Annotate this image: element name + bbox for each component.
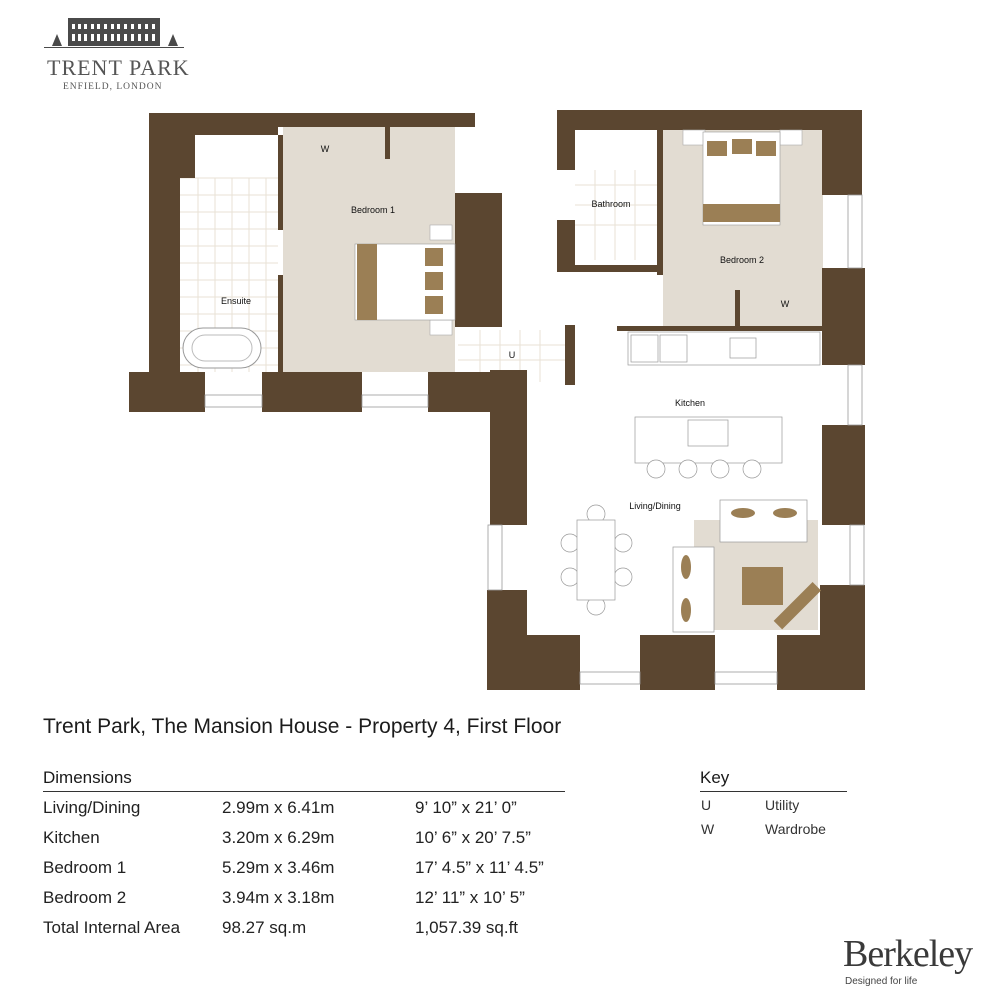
- mansion-logo-icon: [44, 18, 184, 48]
- bed-2: [682, 129, 803, 226]
- label-bedroom1: Bedroom 1: [351, 205, 395, 215]
- label-bathroom: Bathroom: [591, 199, 630, 209]
- windows: [204, 194, 865, 685]
- sofas: [672, 499, 822, 633]
- label-bedroom2: Bedroom 2: [720, 255, 764, 265]
- key-label: Wardrobe: [765, 821, 826, 837]
- row-imperial: 10’ 6” x 20’ 7.5”: [415, 828, 531, 847]
- dimensions-rule: [43, 791, 565, 792]
- label-ensuite: Ensuite: [221, 296, 251, 306]
- row-room: Total Internal Area: [43, 918, 181, 937]
- row-room: Kitchen: [43, 828, 100, 847]
- brand-tagline: Designed for life: [845, 976, 918, 987]
- row-metric: 98.27 sq.m: [222, 918, 307, 937]
- row-imperial: 17’ 4.5” x 11’ 4.5”: [415, 858, 544, 877]
- label-wardrobe-1: W: [321, 144, 330, 154]
- key-code: W: [701, 821, 715, 837]
- row-metric: 2.99m x 6.41m: [222, 798, 335, 817]
- bathtub: [182, 327, 262, 369]
- row-imperial: 9’ 10” x 21’ 0”: [415, 798, 517, 817]
- row-imperial: 12’ 11” x 10’ 5”: [415, 888, 525, 907]
- key-heading: Key: [700, 768, 730, 787]
- plan-title: Trent Park, The Mansion House - Property…: [43, 715, 562, 738]
- label-living-dining: Living/Dining: [629, 501, 681, 511]
- key-label: Utility: [765, 797, 800, 813]
- label-utility: U: [509, 350, 516, 360]
- row-imperial: 1,057.39 sq.ft: [415, 918, 519, 937]
- tile-grid: [180, 170, 657, 382]
- walls: [129, 110, 865, 690]
- logo-location: ENFIELD, LONDON: [63, 82, 163, 92]
- row-metric: 5.29m x 3.46m: [222, 858, 335, 877]
- logo-name: TRENT PARK: [47, 55, 190, 80]
- furniture: [182, 129, 822, 633]
- floor-plan: Bedroom 1 Ensuite W Bathroom Bedroom 2 W…: [129, 110, 865, 690]
- row-room: Living/Dining: [43, 798, 141, 817]
- dining-set: [560, 504, 633, 616]
- row-metric: 3.20m x 6.29m: [222, 828, 335, 847]
- label-kitchen: Kitchen: [675, 398, 705, 408]
- kitchen-fittings: [627, 331, 821, 479]
- row-metric: 3.94m x 3.18m: [222, 888, 335, 907]
- key-code: U: [701, 797, 712, 813]
- bed-1: [354, 224, 456, 336]
- dimensions-heading: Dimensions: [43, 768, 132, 787]
- label-wardrobe-2: W: [781, 299, 790, 309]
- row-room: Bedroom 2: [43, 888, 127, 907]
- brand-name: Berkeley: [843, 933, 973, 975]
- room-labels: Bedroom 1 Ensuite W Bathroom Bedroom 2 W…: [221, 144, 790, 511]
- key-rule: [700, 791, 847, 792]
- row-room: Bedroom 1: [43, 858, 127, 877]
